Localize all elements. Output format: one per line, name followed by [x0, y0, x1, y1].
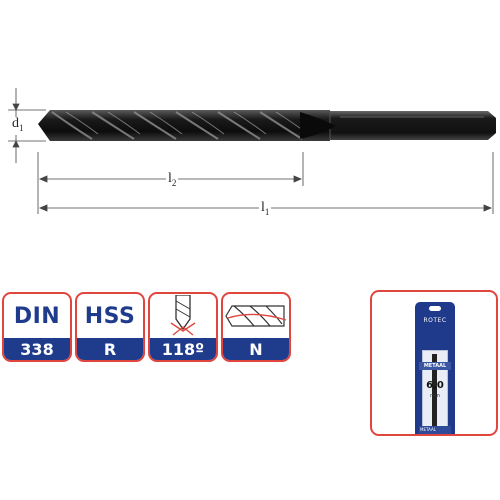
badge-hss-value: R [77, 338, 143, 360]
package-bottom-panel: METAAL [419, 426, 451, 434]
drill-shank [330, 111, 496, 140]
badge-point-angle: 118º [148, 292, 218, 362]
package-brand: ROTEC [423, 317, 447, 324]
drill-package: ROTEC METAAL 6,0 mm METAAL [415, 302, 455, 434]
package-size: 6,0 [426, 380, 444, 391]
d1-label: d1 [10, 116, 26, 135]
drill-flute-type-icon [225, 305, 287, 327]
package-bottom-text: METAAL [420, 427, 436, 432]
package-drill [432, 354, 437, 434]
badge-hss: HSS R [75, 292, 145, 362]
drill-drawing [8, 88, 496, 214]
badge-din-title: DIN [13, 303, 61, 329]
l1-label: l1 [259, 200, 272, 219]
drill-bit [38, 110, 496, 141]
drill-point-angle-icon [170, 295, 196, 336]
badge-din-value: 338 [4, 338, 70, 360]
l2-label: l2 [166, 171, 179, 190]
package-image-frame: ROTEC METAAL 6,0 mm METAAL [370, 290, 498, 436]
badge-drill-type: N [221, 292, 291, 362]
package-unit: mm [430, 393, 440, 399]
package-material-label: METAAL [419, 362, 451, 370]
badge-din: DIN 338 [2, 292, 72, 362]
drill-flute-body [38, 110, 330, 141]
badge-point-angle-value: 118º [150, 338, 216, 360]
hang-hole [429, 306, 441, 311]
badge-drill-type-value: N [223, 338, 289, 360]
badge-hss-title: HSS [84, 303, 136, 329]
